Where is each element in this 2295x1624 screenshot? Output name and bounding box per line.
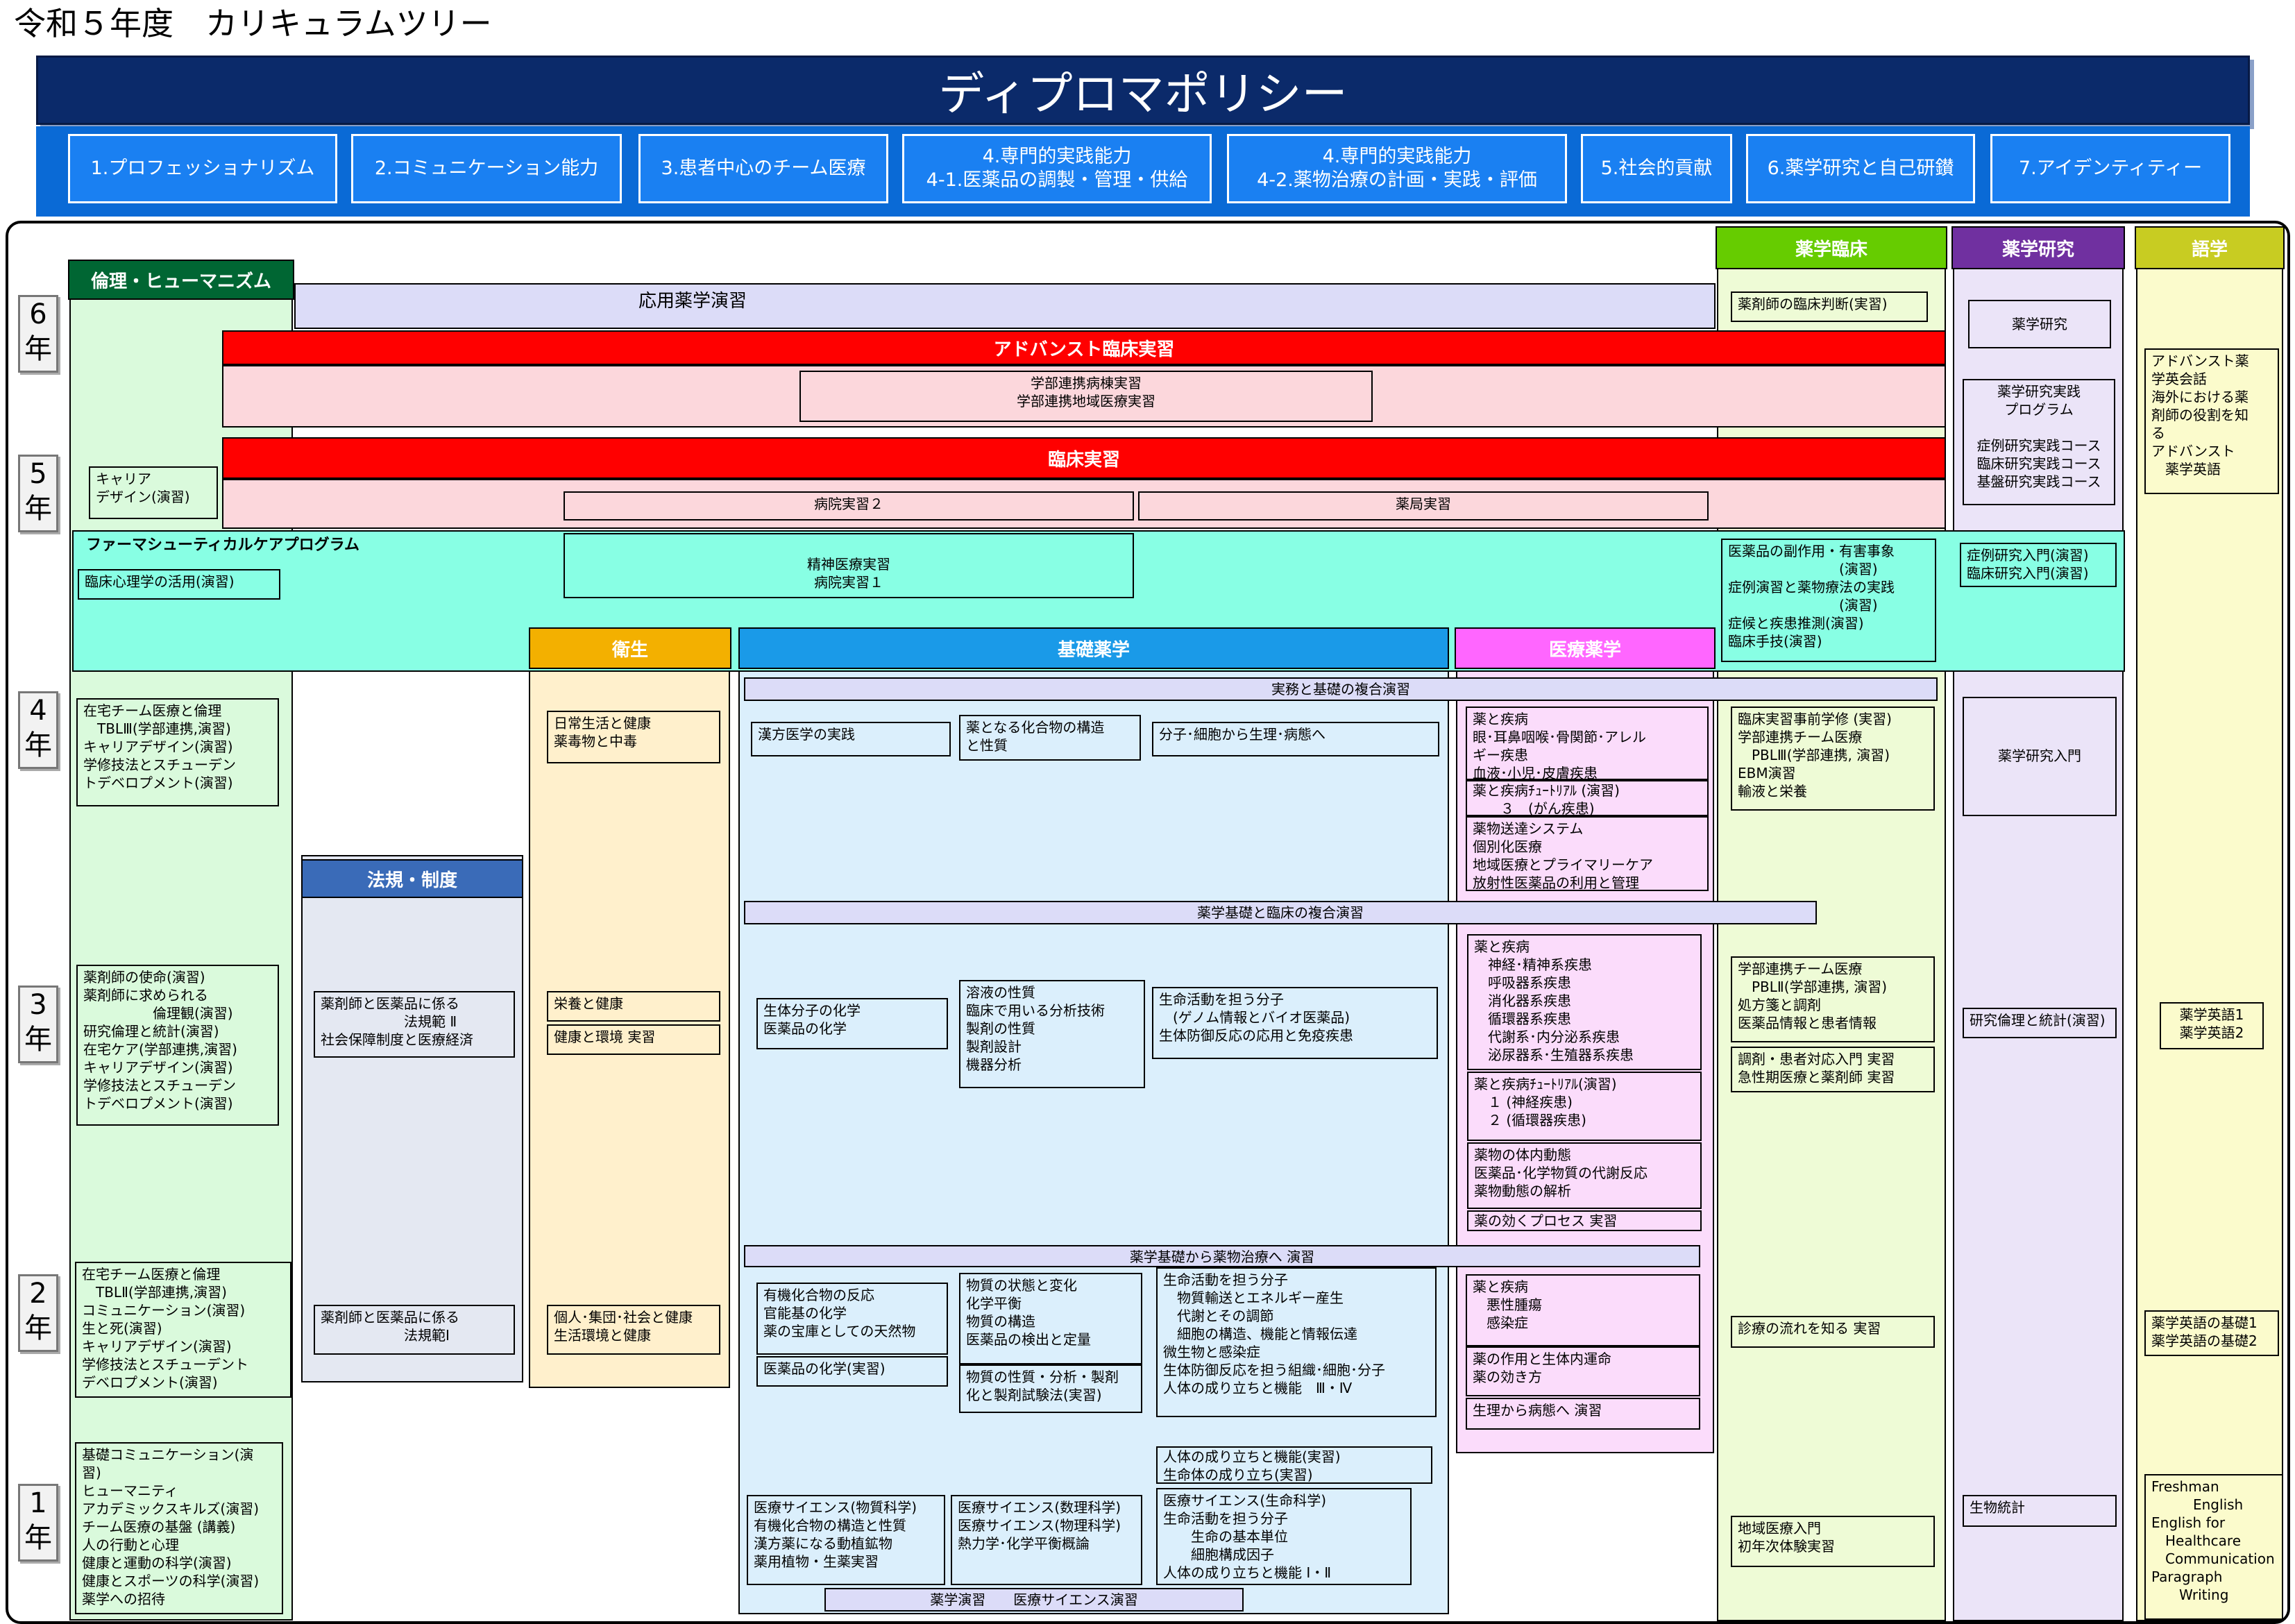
yakugaku-enshu-bar: 薬学演習 医療サイエンス演習 [824,1588,1244,1612]
basic-1a-box: 医療サイエンス(物質科学) 有機化合物の構造と性質 漢方薬になる動植鉱物 薬用植… [747,1495,945,1585]
clinical-psychology-box: 臨床心理学の活用(演習) [78,569,280,600]
kiso-yakubutsu-bar: 薬学基礎から薬物治療へ 演習 [744,1245,1700,1267]
year-6: 6 年 [18,295,58,373]
clinical-2-box: 診療の流れを知る 実習 [1731,1316,1935,1348]
hygiene-3a-box: 栄養と健康 [547,991,720,1022]
medical-column [1456,669,1714,1453]
pharma-care-label: ファーマシューティカルケアプログラム [86,536,360,554]
applied-exercise-label: 応用薬学演習 [638,291,747,312]
psychiatric-practice-box: 精神医療実習 病院実習１ [564,533,1134,598]
diploma-policy-title: ディプロマポリシー [36,56,2250,125]
medical-header: 医療薬学 [1455,627,1716,669]
hygiene-3b-box: 健康と環境 実習 [547,1024,720,1055]
advanced-practice-header: アドバンスト臨床実習 [222,330,1946,365]
basic-2a2-box: 医薬品の化学(実習) [756,1356,948,1387]
basic-3c-box: 生命活動を担う分子 (ゲノム情報とバイオ医薬品) 生体防御反応の応用と免疫疾患 [1152,987,1438,1059]
policy-6: 6.薬学研究と自己研鑚 [1746,134,1975,203]
policy-4-2: 4.専門的実践能力 4-2.薬物治療の計画・実践・評価 [1227,134,1567,203]
ethics-2-box: 在宅チーム医療と倫理 TBLⅡ(学部連携,演習) コミュニケーション(演習) 生… [75,1262,291,1398]
medical-3b-box: 薬と疾病ﾁｭｰﾄﾘｱﾙ(演習) １ (神経疾患) ２ (循環器疾患) [1467,1072,1702,1141]
year-5: 5 年 [18,455,58,532]
research-4-box: 薬学研究入門 [1963,697,2117,816]
medical-3a-box: 薬と疾病 神経･精神系疾患 呼吸器系疾患 消化器系疾患 循環器系疾患 代謝系･内… [1467,934,1702,1070]
year-1: 1 年 [18,1484,58,1562]
basic-2c-box: 生命活動を担う分子 物質輸送とエネルギー産生 代謝とその調節 細胞の構造、機能と… [1156,1267,1437,1417]
basic-2a-box: 有機化合物の反応 官能基の化学 薬の宝庫としての天然物 [756,1283,948,1355]
hygiene-header: 衛生 [529,627,731,669]
clinical-6-box: 薬剤師の臨床判断(実習) [1731,291,1928,322]
policy-5: 5.社会的貢献 [1581,134,1732,203]
basic-column [738,669,1449,1614]
law-column [301,855,523,1382]
medical-4b-box: 薬と疾病ﾁｭｰﾄﾘｱﾙ (演習) ３ (がん疾患) [1466,780,1709,816]
page-title: 令和５年度 カリキュラムツリー [14,5,492,42]
basic-4a-box: 漢方医学の実践 [751,722,951,756]
medical-3c-box: 薬物の体内動態 医薬品･化学物質の代謝反応 薬物動態の解析 [1467,1142,1702,1209]
clinical-4-box: 臨床実習事前学修 (実習) 学部連携チーム医療 PBLⅢ(学部連携, 演習) E… [1731,707,1935,811]
ethics-3-box: 薬剤師の使命(演習) 薬剤師に求められる 倫理観(演習) 研究倫理と統計(演習)… [76,965,279,1126]
basic-3a-box: 生体分子の化学 医薬品の化学 [756,998,948,1049]
clinical-practice-header: 臨床実習 [222,437,1946,479]
hospital-practice-2: 病院実習２ [564,491,1134,521]
ethics-header: 倫理・ヒューマニズム [68,260,294,300]
law-header: 法規・制度 [301,859,523,898]
ethics-4-box: 在宅チーム医療と倫理 TBLⅢ(学部連携,演習) キャリアデザイン(演習) 学修… [76,698,279,806]
language-3-box: 薬学英語1 薬学英語2 [2160,1002,2264,1049]
basic-3b-box: 溶液の性質 臨床で用いる分析技術 製剤の性質 製剤設計 機器分析 [959,980,1145,1088]
policy-3: 3.患者中心のチーム医療 [638,134,888,203]
gakubu-renkei-box: 学部連携病棟実習 学部連携地域医療実習 [799,371,1373,422]
research-header: 薬学研究 [1951,226,2125,269]
research-3-box: 研究倫理と統計(演習) [1963,1008,2117,1038]
career-design-5: キャリア デザイン(演習) [89,466,218,519]
basic-1top-box: 人体の成り立ちと機能(実習) 生命体の成り立ち(実習) [1156,1446,1432,1484]
basic-4b-box: 薬となる化合物の構造 と性質 [959,715,1141,761]
law-3-box: 薬剤師と医薬品に係る 法規範 Ⅱ 社会保障制度と医療経済 [314,991,515,1058]
law-2-box: 薬剤師と医薬品に係る 法規範Ⅰ [314,1305,515,1355]
policy-4-1: 4.専門的実践能力 4-1.医薬品の調製・管理・供給 [902,134,1212,203]
basic-2b-box: 物質の状態と変化 化学平衡 物質の構造 医薬品の検出と定量 [959,1273,1142,1364]
basic-1b-box: 医療サイエンス(数理科学) 医療サイエンス(物理科学) 熱力学･化学平衡概論 [951,1495,1142,1585]
hygiene-4-box: 日常生活と健康 薬毒物と中毒 [547,711,720,763]
jitsumu-bar: 実務と基礎の複合演習 [744,677,1938,701]
language-6-box: アドバンスト薬 学英会話 海外における薬 剤師の役割を知 る アドバンスト 薬学… [2144,348,2279,494]
policy-1: 1.プロフェッショナリズム [68,134,337,203]
research-5-box: 薬学研究実践 プログラム 症例研究実践コース 臨床研究実践コース 基盤研究実践コ… [1963,379,2115,505]
medical-4a-box: 薬と疾病 眼･耳鼻咽喉･骨関節･アレル ギー疾患 血液･小児･皮膚疾患 [1466,707,1709,780]
basic-1c-box: 医療サイエンス(生命科学) 生命活動を担う分子 生命の基本単位 細胞構成因子 人… [1156,1488,1412,1585]
medical-2b-box: 薬の作用と生体内運命 薬の効き方 [1466,1346,1700,1396]
research-column [1953,268,2124,1621]
medical-2a-box: 薬と疾病 悪性腫瘍 感染症 [1466,1274,1700,1346]
year-3: 3 年 [18,986,58,1063]
research-6-box: 薬学研究 [1968,300,2111,348]
basic-4c-box: 分子･細胞から生理･病態へ [1152,722,1439,756]
clinical-3b-box: 調剤・患者対応入門 実習 急性期医療と薬剤師 実習 [1731,1047,1935,1092]
clinical-header: 薬学臨床 [1716,226,1947,269]
ethics-1-box: 基礎コミュニケーション(演 習) ヒューマニティ アカデミックスキルズ(演習) … [75,1442,283,1614]
research-1-box: 生物統計 [1963,1495,2117,1527]
medical-3d-box: 薬の効くプロセス 実習 [1467,1210,1702,1231]
basic-2b2-box: 物質の性質・分析・製剤 化と製剤試験法(実習) [959,1364,1142,1413]
medical-2c-box: 生理から病態へ 演習 [1466,1398,1700,1430]
pharmacy-practice: 薬局実習 [1138,491,1709,521]
hygiene-column [529,669,730,1388]
language-2-box: 薬学英語の基礎1 薬学英語の基礎2 [2144,1310,2279,1356]
hygiene-2-box: 個人･集団･社会と健康 生活環境と健康 [547,1305,720,1355]
kiso-rinsho-bar: 薬学基礎と臨床の複合演習 [744,901,1817,924]
clinical-3a-box: 学部連携チーム医療 PBLⅡ(学部連携, 演習) 処方箋と調剤 医薬品情報と患者… [1731,956,1935,1042]
medical-4c-box: 薬物送達システム 個別化医療 地域医療とプライマリーケア 放射性医薬品の利用と管… [1466,816,1709,891]
basic-header: 基礎薬学 [738,627,1449,669]
clinical-1-box: 地域医療入門 初年次体験実習 [1731,1516,1935,1567]
language-header: 語学 [2135,226,2285,269]
clinical-5-box: 医薬品の副作用・有害事象 (演習) 症例演習と薬物療法の実践 (演習) 症候と疾… [1721,539,1936,662]
policy-2: 2.コミュニケーション能力 [351,134,622,203]
applied-exercise-bar [294,283,1716,329]
language-1-box: Freshman English English for Healthcare … [2144,1474,2283,1620]
policy-7: 7.アイデンティティー [1990,134,2230,203]
research-5b-box: 症例研究入門(演習) 臨床研究入門(演習) [1960,543,2117,587]
year-2: 2 年 [18,1274,58,1352]
year-4: 4 年 [18,691,58,769]
